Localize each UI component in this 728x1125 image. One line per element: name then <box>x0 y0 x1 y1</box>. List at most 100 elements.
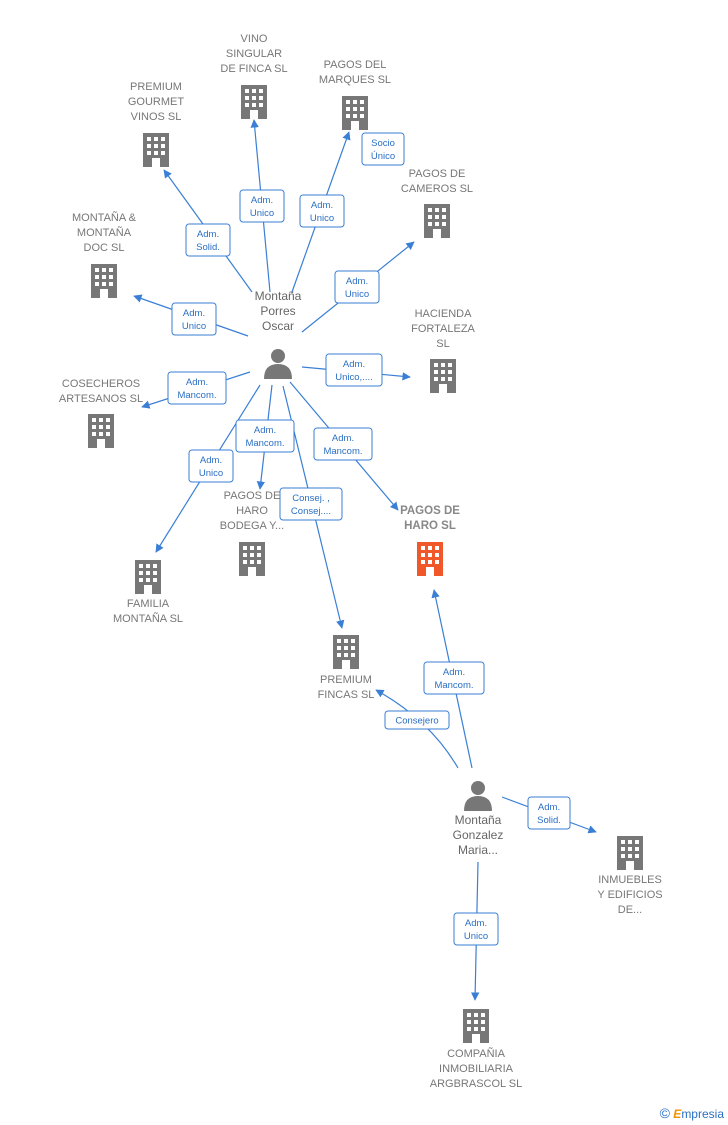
person-node-maria[interactable]: MontañaGonzalezMaria... <box>453 781 504 857</box>
edge-label-text: Unico <box>199 468 223 479</box>
node-label-line: PAGOS DEL <box>324 59 387 71</box>
node-label-line: PREMIUM <box>320 674 372 686</box>
edge-label-text: Consej. , <box>292 493 330 504</box>
person-icon[interactable] <box>264 349 292 379</box>
node-label-line: PREMIUM <box>130 81 182 93</box>
node-label-line: ARTESANOS SL <box>59 393 143 405</box>
edge-label-text: Solid. <box>196 242 220 253</box>
edge-label-maria-to-premiumfincas: Consejero <box>384 710 450 730</box>
edge-label-oscar-to-pagosmarques: Adm. Unico <box>299 194 345 228</box>
node-label-line: GOURMET <box>128 96 185 108</box>
company-node-pagosharo[interactable]: PAGOS DE HARO SL <box>400 505 460 576</box>
edge-label-text: Adm. <box>538 802 560 813</box>
edge-label-text: Adm. <box>311 200 333 211</box>
node-label-line: DE... <box>618 904 642 916</box>
node-label-line: HACIENDA <box>415 308 473 320</box>
building-icon[interactable] <box>333 635 359 669</box>
building-icon[interactable] <box>239 542 265 576</box>
building-icon[interactable] <box>88 414 114 448</box>
edge-label-text: Adm. <box>443 667 465 678</box>
edge-label-text: Adm. <box>251 195 273 206</box>
node-label-line: PAGOS DE <box>409 168 466 180</box>
company-node-pagosharobodega[interactable]: PAGOS DE HARO BODEGA Y... <box>220 490 284 576</box>
node-label-line: FORTALEZA <box>411 323 475 335</box>
edge-label-text: Adm. <box>465 918 487 929</box>
building-icon[interactable] <box>135 560 161 594</box>
brand-name: mpresia <box>681 1107 724 1121</box>
edge-label-text: Único <box>371 151 395 162</box>
edge-label-oscar-to-montanadoc: Adm.Unico <box>171 302 217 336</box>
node-label-line: INMUEBLES <box>598 874 662 886</box>
edge-label-maria-to-compania: Adm. Unico <box>453 912 499 946</box>
edge-labels: Adm.UnicoAdm.UnicoAdm.Solid.Adm.UnicoAdm… <box>167 132 571 946</box>
edge-label-text: Adm. <box>346 276 368 287</box>
edge-label-text: Unico <box>310 213 334 224</box>
node-label-line: VINO <box>241 33 268 45</box>
edge-label-oscar-to-premiumfincas: Consej. , Consej.... <box>279 487 343 521</box>
person-icon[interactable] <box>464 781 492 811</box>
building-icon[interactable] <box>241 85 267 119</box>
building-icon[interactable] <box>430 359 456 393</box>
node-label-line: Porres <box>260 304 295 318</box>
node-label-line: Gonzalez <box>453 828 504 842</box>
node-label-line: MONTAÑA & <box>72 211 137 224</box>
building-icon[interactable] <box>143 133 169 167</box>
node-label-line: DOC SL <box>84 242 125 254</box>
building-icon[interactable] <box>91 264 117 298</box>
node-label-line: SINGULAR <box>226 48 282 60</box>
node-label-line: Montaña <box>455 813 502 827</box>
edge-label-text: Adm. <box>254 425 276 436</box>
node-label-line: MARQUES SL <box>319 74 391 86</box>
edge-label-text: Adm. <box>343 359 365 370</box>
edge-label-oscar-to-vino: Adm. Unico <box>239 189 285 223</box>
company-node-cosecheros[interactable]: COSECHEROS ARTESANOS SL <box>59 378 143 448</box>
edge-label-oscar-to-pagosharo: Adm.Mancom. <box>313 427 373 461</box>
node-label-line: HARO <box>236 505 268 517</box>
building-icon[interactable] <box>463 1009 489 1043</box>
building-icon[interactable] <box>424 204 450 238</box>
node-label-line: SL <box>436 338 449 350</box>
edge-label-text: Mancom. <box>434 680 473 691</box>
edge-label-text: Unico <box>182 321 206 332</box>
node-label-line: PAGOS DE <box>400 505 460 517</box>
edge-label-maria-to-inmuebles: Adm.Solid. <box>527 796 571 830</box>
edge-label-oscar-to-pagosharobodega: Adm.Mancom. <box>235 419 295 453</box>
company-node-pagosmarques[interactable]: PAGOS DEL MARQUES SL <box>319 59 391 130</box>
node-label-line: HARO SL <box>404 520 456 532</box>
copyright-icon: © <box>659 1105 670 1121</box>
edge-label-text: Consejero <box>395 716 438 727</box>
edge-label-text: Unico <box>464 931 488 942</box>
node-label-line: BODEGA Y... <box>220 520 284 532</box>
edge-label-oscar-to-hacienda: Adm.Unico,.... <box>325 353 383 387</box>
empresia-logo: © Empresia <box>660 1105 724 1121</box>
edge-label-oscar-to-cosecheros: Adm.Mancom. <box>167 371 227 405</box>
edge-label-text: Unico <box>250 208 274 219</box>
edge-label-oscar-to-premiumgourmet: Adm.Solid. <box>185 223 231 257</box>
edge-label-oscar-to-familia: Adm. Unico <box>188 449 234 483</box>
edge-label-text: Unico <box>345 289 369 300</box>
company-node-hacienda[interactable]: HACIENDA FORTALEZA SL <box>411 308 476 393</box>
edge-label-text: Adm. <box>200 455 222 466</box>
node-label-line: COMPAÑIA <box>447 1047 506 1060</box>
edge-label-text: Consej.... <box>291 506 331 517</box>
building-icon[interactable] <box>417 542 443 576</box>
node-label-line: Maria... <box>458 843 498 857</box>
building-icon[interactable] <box>617 836 643 870</box>
edge-label-text: Adm. <box>332 433 354 444</box>
node-label-line: VINOS SL <box>131 111 182 123</box>
edge-label-maria-to-pagosharo: Adm. Mancom. <box>423 661 485 695</box>
node-label-line: COSECHEROS <box>62 378 140 390</box>
company-node-premiumgourmet[interactable]: PREMIUM GOURMET VINOS SL <box>128 81 185 167</box>
edge-label-oscar-to-pagoscameros: Adm. Unico <box>334 270 380 304</box>
edge-label-text: Mancom. <box>177 390 216 401</box>
building-icon[interactable] <box>342 96 368 130</box>
node-label-line: PAGOS DE <box>224 490 281 502</box>
